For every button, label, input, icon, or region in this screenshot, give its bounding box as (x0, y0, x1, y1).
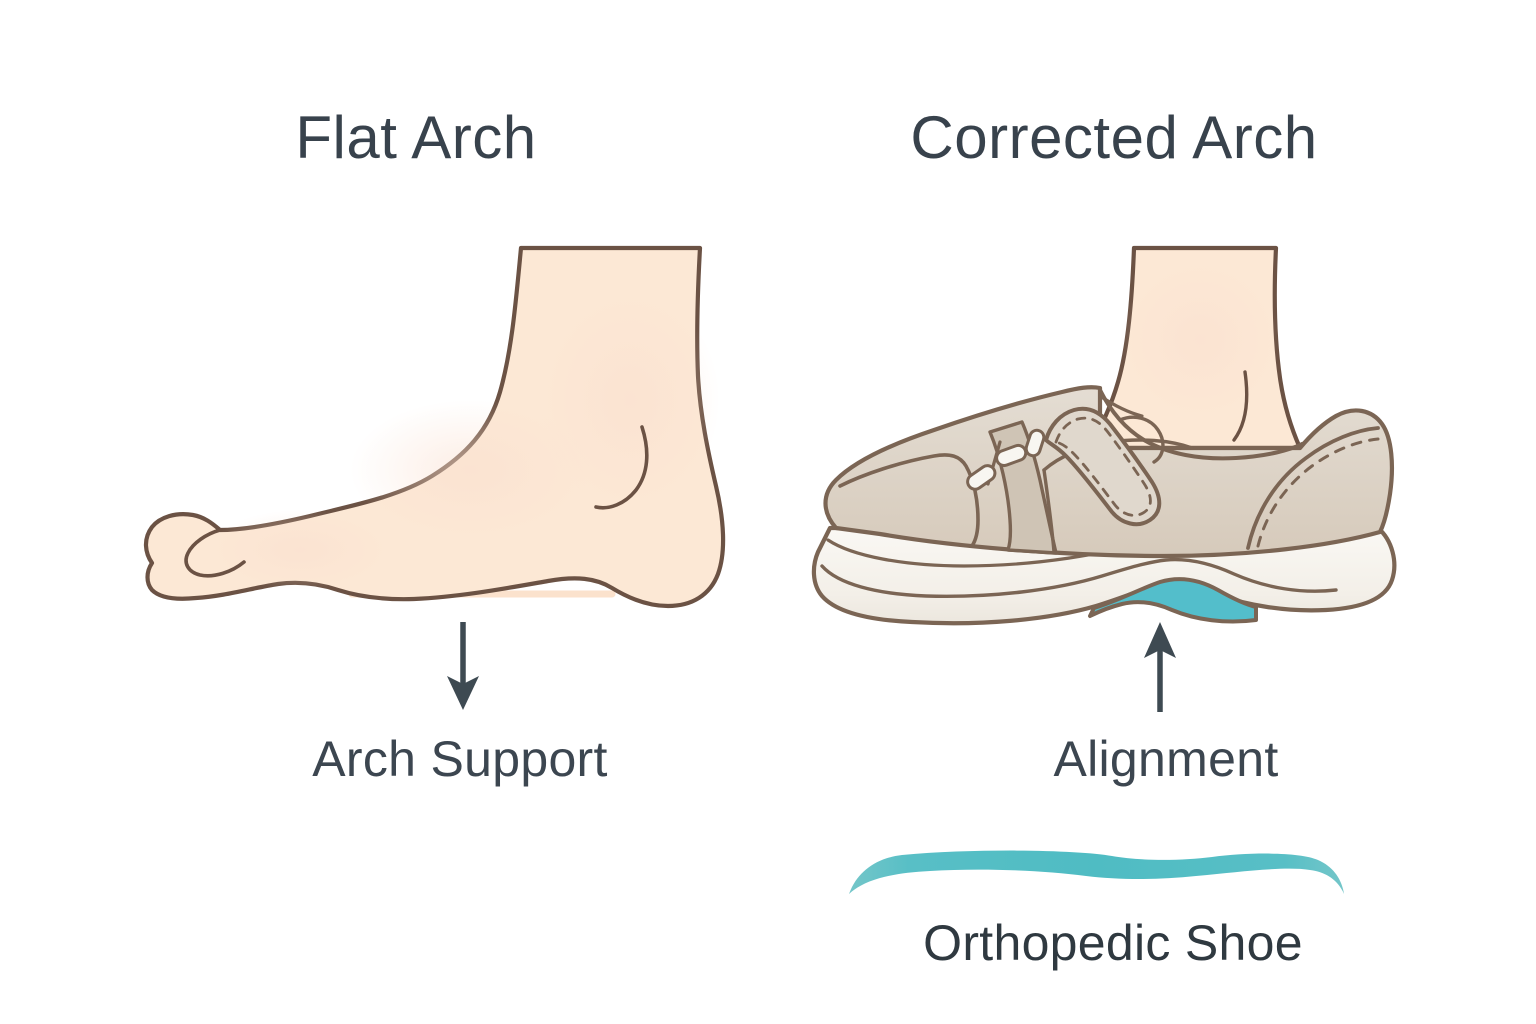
lace-area (966, 428, 1046, 491)
tongue-edge (1098, 394, 1144, 418)
orthopedic-shoe-brace-group: Orthopedic Shoe (849, 850, 1344, 971)
heel-counter-seam (1246, 426, 1380, 550)
achilles-line (1232, 370, 1249, 442)
arrow-up-icon (1144, 622, 1176, 712)
velcro-strap-body (1044, 406, 1162, 527)
brace-label-orthopedic-shoe: Orthopedic Shoe (923, 915, 1303, 971)
flat-arch-foot-illustration (143, 245, 726, 609)
lace-segment-1 (966, 464, 997, 491)
toe-cap-seam (838, 453, 980, 548)
panel-title-flat-arch: Flat Arch (295, 104, 536, 171)
toenail-line (184, 528, 246, 578)
ankle-bone-line (594, 425, 649, 510)
skin-shading-c (210, 510, 390, 590)
skin-shading-a (350, 400, 590, 540)
velcro-strap-stitching (1054, 416, 1152, 517)
callout-label-alignment: Alignment (1053, 731, 1278, 787)
arrow-down-icon (447, 622, 479, 710)
velcro-strap (1044, 406, 1165, 527)
arch-support-callout: Arch Support (312, 622, 607, 787)
leg-shading (1120, 260, 1280, 420)
callout-label-arch-support: Arch Support (312, 731, 607, 787)
quarter-panel-seam-2 (1042, 468, 1056, 554)
orthotic-arch-insert (1088, 577, 1258, 624)
heel-counter-stitch (1256, 437, 1380, 548)
brace-bracket-icon (849, 850, 1344, 894)
alignment-callout: Alignment (1053, 622, 1278, 787)
panel-title-corrected-arch: Corrected Arch (910, 104, 1317, 171)
lace-segment-3 (1024, 428, 1046, 458)
midsole-stripe (820, 557, 1338, 598)
strap-anchor-loop (1118, 415, 1165, 464)
corrected-arch-shoe-illustration (811, 245, 1397, 626)
skin-shading-b (540, 290, 720, 510)
